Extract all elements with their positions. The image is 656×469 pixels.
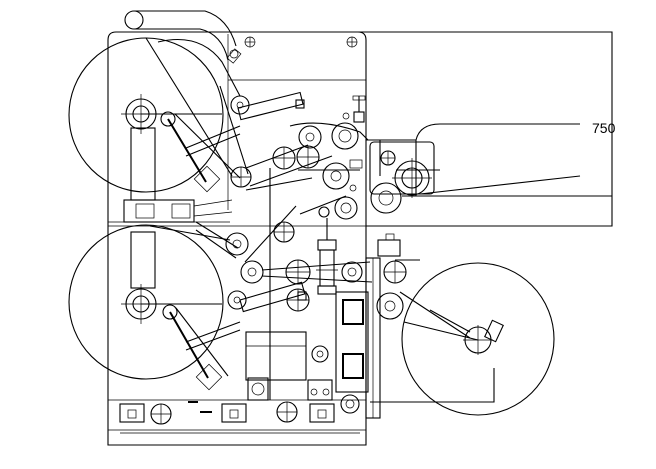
bottom-components xyxy=(119,331,360,425)
top-hook xyxy=(124,10,237,61)
upper-dancer-arm xyxy=(160,91,305,193)
idler-rollers-left xyxy=(225,232,264,284)
right-small-rollers xyxy=(376,259,420,320)
lower-unwind-reel xyxy=(68,224,224,380)
upper-unwind-reel xyxy=(68,37,224,193)
center-plates xyxy=(123,127,233,289)
nip-roll-assembly xyxy=(369,140,440,214)
lower-dancer-arm xyxy=(162,281,307,391)
rewind-reel xyxy=(399,262,555,416)
right-center-rollers xyxy=(285,259,363,312)
lower-right-frame xyxy=(370,255,495,403)
upper-roller-cluster xyxy=(272,95,369,190)
right-extension-frame xyxy=(228,31,613,227)
pneumatic-cylinder xyxy=(316,218,338,295)
callout-750-label: 750 xyxy=(592,120,616,136)
vertical-carriage xyxy=(335,233,401,419)
web-path xyxy=(145,37,373,400)
fastener-marks xyxy=(188,36,358,413)
guide-rollers-middle xyxy=(273,195,358,243)
